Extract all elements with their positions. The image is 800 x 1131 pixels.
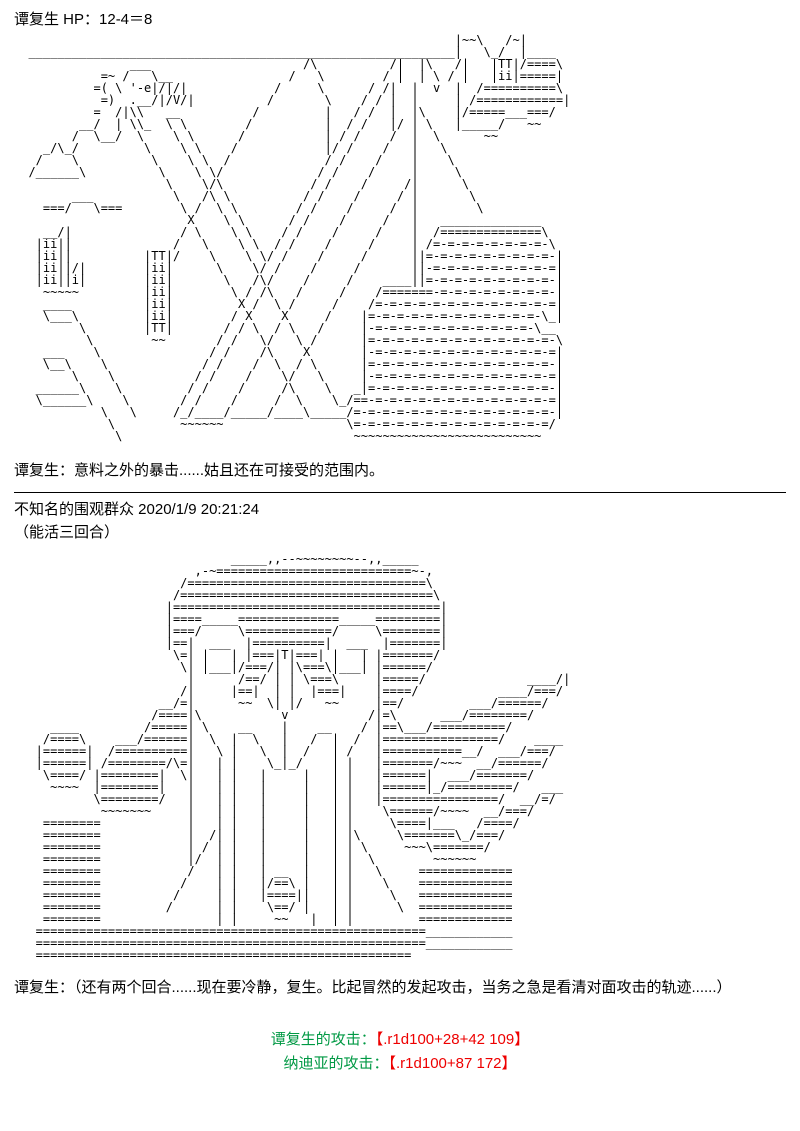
attack-row-1: 谭复生的攻击：【.r1d100+28+42 109】: [14, 1028, 786, 1051]
note-line: （能活三回合）: [14, 524, 120, 542]
attacker-1-label: 谭复生的攻击：: [270, 1031, 376, 1049]
attack-row-2: 纳迪亚的攻击：【.r1d100+87 172】: [14, 1052, 786, 1075]
attacker-2-label: 纳迪亚的攻击：: [283, 1054, 389, 1072]
ascii-art-portrait-scene: _____,,--~~~~~~~~--,,_____ ,-~==========…: [35, 551, 571, 962]
dialog-line-2: 谭复生：（还有两个回合......现在要冷静，复生。比起冒然的发起攻击，当务之急…: [14, 978, 732, 996]
section-divider: [14, 492, 786, 493]
attack-results: 谭复生的攻击：【.r1d100+28+42 109】 纳迪亚的攻击：【.r1d1…: [14, 1028, 786, 1075]
poster-meta-line: 不知名的围观群众 2020/1/9 20:21:24: [14, 501, 260, 518]
dialog-line-1: 谭复生：意料之外的暴击......姑且还在可接受的范围内。: [14, 462, 385, 480]
hp-status-line: 谭复生 HP：12-4＝8: [14, 11, 153, 28]
attacker-2-dice-result: 【.r1d100+87 172】: [388, 1054, 517, 1072]
attacker-1-dice-result: 【.r1d100+28+42 109】: [375, 1031, 530, 1049]
ascii-art-attack-scene: |~~\ /~| _______________________________…: [28, 33, 571, 444]
